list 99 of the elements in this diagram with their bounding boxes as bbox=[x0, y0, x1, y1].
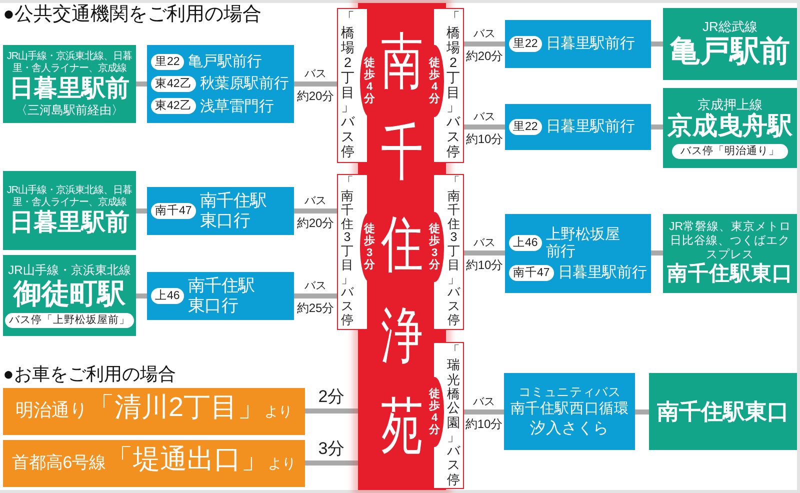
edge-label: 約10分 bbox=[466, 131, 504, 148]
route-note: 〈三河島駅前経由〉 bbox=[16, 102, 124, 117]
station-box bbox=[663, 88, 797, 168]
bus-route-box bbox=[147, 187, 294, 235]
bus-stop-name: 「橋場2丁目」バス停 bbox=[341, 11, 354, 160]
facility-name: 南千住浄苑 bbox=[381, 26, 423, 462]
station-name: 京成曳舟駅 bbox=[668, 112, 792, 142]
station-box bbox=[663, 8, 797, 80]
edge-label: 約25分 bbox=[296, 300, 334, 317]
section-heading: ●公共交通機関をご利用の場合 bbox=[3, 4, 262, 27]
bus-stop-name: 「瑞光橋公園」バス停 bbox=[447, 344, 460, 487]
connector-line bbox=[651, 42, 663, 46]
route-number-badge: 東42乙 bbox=[151, 98, 196, 114]
car-route-box bbox=[3, 388, 305, 435]
transport-mode-label: バス bbox=[474, 28, 496, 41]
section-heading: ●お車をご利用の場合 bbox=[3, 364, 176, 386]
destination-text: 南千住駅東口行 bbox=[200, 191, 268, 231]
transport-mode-label: バス bbox=[474, 111, 496, 124]
bus-route-box bbox=[505, 104, 651, 150]
edge-label: 2分 bbox=[318, 387, 345, 407]
destination-text: 上野松坂屋前行 bbox=[546, 226, 621, 260]
station-name: 南千住駅東口 bbox=[657, 398, 789, 424]
station-box bbox=[649, 373, 797, 450]
transport-mode-label: バス bbox=[474, 237, 496, 250]
edge-label: 約10分 bbox=[466, 257, 504, 274]
route-number-badge: 南千47 bbox=[509, 264, 554, 281]
road-name: 明治通り bbox=[15, 401, 88, 421]
connector-line bbox=[294, 82, 337, 86]
bus-stop-name: 「南千住3丁目」バス停 bbox=[341, 176, 354, 328]
edge-label: 約20分 bbox=[466, 48, 504, 65]
station-box bbox=[663, 214, 797, 293]
station-box bbox=[3, 171, 136, 250]
bus-route-box bbox=[504, 373, 635, 450]
edge-label: 3分 bbox=[318, 439, 345, 459]
suffix-text: より bbox=[264, 404, 293, 420]
station-name: 日暮里駅前 bbox=[10, 208, 130, 236]
line-names: JR山手線・京浜東北線 bbox=[8, 263, 131, 278]
connector-line bbox=[464, 42, 505, 46]
edge-label: 約20分 bbox=[296, 88, 334, 105]
road-name: 首都高6号線 bbox=[12, 454, 106, 473]
connector-line bbox=[294, 294, 337, 298]
destination-text: 浅草雷門行 bbox=[200, 98, 274, 115]
destination-text: 日暮里駅前行 bbox=[546, 118, 635, 136]
bus-stop-name: 「南千住3丁目」バス停 bbox=[448, 176, 460, 328]
connector-line bbox=[136, 294, 147, 298]
destination-text: 日暮里駅前行 bbox=[546, 35, 635, 53]
destination-text: 南千住駅東口行 bbox=[188, 276, 256, 316]
line-names: JR常磐線、東京メトロ日比谷線、つくばエクスプレス bbox=[668, 221, 792, 262]
bus-route-box bbox=[147, 45, 294, 123]
edge-label: 約10分 bbox=[465, 416, 503, 433]
line-names: 京成押上線 bbox=[698, 96, 762, 112]
route-number-badge: 里22 bbox=[509, 36, 542, 52]
station-box bbox=[3, 255, 136, 336]
suffix-text: より bbox=[268, 456, 296, 472]
bus-stop-tag: バス停「明治通り」 bbox=[672, 144, 788, 160]
connector-line bbox=[136, 208, 147, 214]
bus-stop-name: 「橋場2丁目」バス停 bbox=[446, 11, 460, 160]
exit-name: 「堤通出口」 bbox=[106, 445, 268, 475]
route-name: 汐入さくら bbox=[530, 420, 609, 438]
transport-mode-label: バス bbox=[304, 68, 326, 81]
station-name: 日暮里駅前 bbox=[10, 75, 130, 103]
line-names: JR山手線・京浜東北線、日暮里・舎人ライナー、京成線 bbox=[6, 51, 133, 75]
connector-line bbox=[305, 408, 358, 414]
route-number-badge: 東42乙 bbox=[151, 76, 196, 92]
destination-text: 日暮里駅前行 bbox=[558, 264, 647, 282]
line-names: JR山手線・京浜東北線、日暮里・舎人ライナー、京成線 bbox=[6, 184, 133, 209]
route-number-badge: 南千47 bbox=[151, 203, 196, 219]
edge-label: 約20分 bbox=[296, 215, 334, 232]
station-name: 亀戸駅前 bbox=[670, 34, 790, 70]
bus-route-box bbox=[147, 272, 294, 320]
destination-text: 亀戸駅前行 bbox=[188, 53, 262, 70]
destination-text: 秋葉原駅前行 bbox=[200, 75, 289, 93]
transport-mode-label: バス bbox=[304, 195, 326, 208]
route-number-badge: 上46 bbox=[151, 288, 184, 304]
route-name: 南千住駅西口循環 bbox=[510, 401, 629, 418]
route-number-badge: 上46 bbox=[509, 234, 542, 251]
connector-line bbox=[651, 124, 663, 130]
route-number-badge: 里22 bbox=[151, 54, 184, 70]
connector-line bbox=[464, 124, 505, 130]
bus-route-box bbox=[505, 20, 651, 68]
bus-stop-tag: バス停「上野松坂屋前」 bbox=[5, 312, 134, 328]
car-route-box bbox=[3, 440, 305, 487]
connector-line bbox=[651, 250, 663, 256]
connector-line bbox=[136, 82, 147, 86]
line-names: JR総武線 bbox=[702, 18, 758, 35]
transport-mode-label: バス bbox=[473, 396, 495, 409]
connector-line bbox=[294, 208, 337, 214]
connector-line bbox=[464, 410, 504, 414]
exit-name: 「清川2丁目」 bbox=[87, 393, 265, 423]
station-box bbox=[3, 45, 136, 123]
connector-line bbox=[464, 250, 505, 256]
connector-line bbox=[305, 460, 358, 466]
station-name: 南千住駅東口 bbox=[667, 262, 793, 286]
station-name: 御徒町駅 bbox=[14, 278, 126, 310]
route-number-badge: 里22 bbox=[509, 119, 542, 135]
transport-mode-label: バス bbox=[304, 280, 326, 293]
bus-type-text: コミュニティバス bbox=[518, 385, 621, 400]
bus-route-box bbox=[505, 214, 651, 293]
connector-line bbox=[635, 410, 649, 414]
